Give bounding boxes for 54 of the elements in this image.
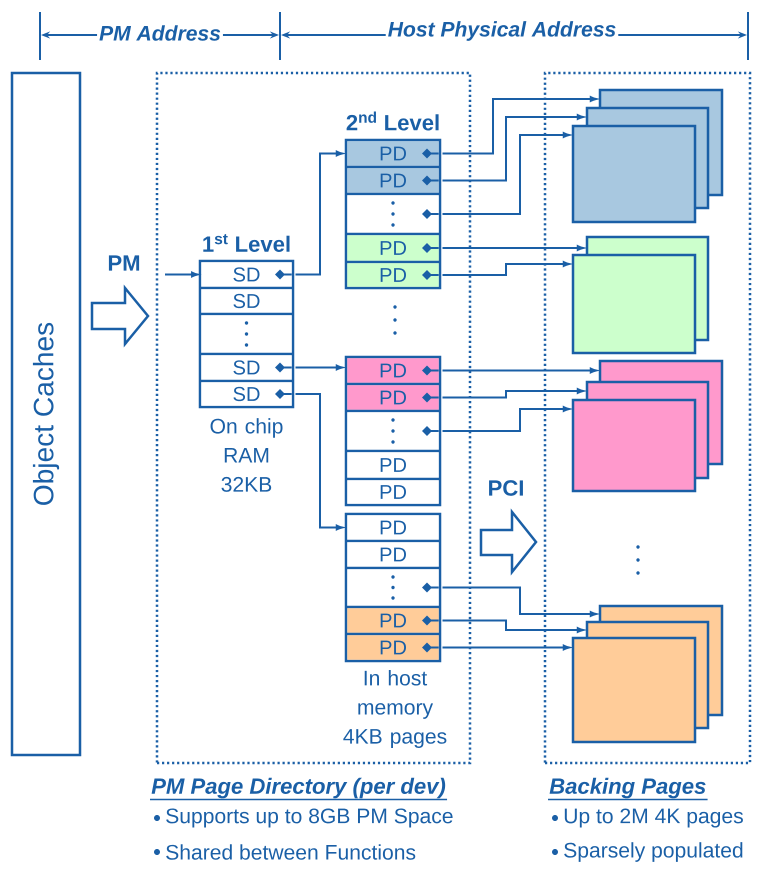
table-row: PD xyxy=(347,515,439,540)
table-row xyxy=(347,195,439,233)
node-caption: In host memory 4KB pages xyxy=(343,670,446,748)
arrow xyxy=(442,245,584,251)
table-row: SD xyxy=(201,382,292,406)
arrow xyxy=(165,272,198,278)
table-row: PD xyxy=(347,452,439,478)
arrow xyxy=(296,150,343,276)
table-row: PD xyxy=(347,608,439,633)
direction-label: PM xyxy=(108,255,140,271)
table-row: SD xyxy=(201,289,292,313)
arrow xyxy=(442,96,597,154)
page xyxy=(572,636,696,744)
arrow xyxy=(442,368,597,374)
table-row xyxy=(347,412,439,450)
page xyxy=(572,124,696,224)
table-row: PD xyxy=(347,480,439,504)
arrow xyxy=(442,261,570,276)
arrow xyxy=(442,114,584,182)
table-heading: 1$^{st}$ Level xyxy=(203,234,290,252)
arrow xyxy=(296,393,343,530)
table-row: PD xyxy=(347,141,439,166)
bullet-item: Supports up to 8GB PM Space xyxy=(154,808,453,828)
arrow xyxy=(296,364,343,370)
table-heading: 2$^{nd}$ Level xyxy=(346,112,439,130)
table-row: PD xyxy=(347,358,439,383)
arrow xyxy=(442,132,570,215)
section-heading: Backing Pages xyxy=(548,778,708,800)
table-row: SD xyxy=(201,355,292,380)
table-row: SD xyxy=(201,262,292,287)
table-row: PD xyxy=(347,542,439,567)
page xyxy=(572,254,696,354)
bullet-item: Shared between Functions xyxy=(154,844,416,860)
table-row xyxy=(347,569,439,606)
table-row: PD xyxy=(347,235,439,261)
section-heading: PM Page Directory (per dev) xyxy=(150,778,448,800)
page xyxy=(572,398,696,492)
dimension-label: PM Address xyxy=(97,23,223,43)
bullet-item: Sparsely populated xyxy=(552,842,742,862)
table-row xyxy=(201,315,292,353)
arrow xyxy=(442,620,584,633)
dimension-label: Host Physical Address xyxy=(386,19,618,43)
bullet-item: Up to 2M 4K pages xyxy=(552,808,743,828)
node-caption: On chip RAM 32KB xyxy=(210,418,283,492)
direction-label: PCI xyxy=(489,480,523,496)
arrow xyxy=(442,406,570,432)
arrow xyxy=(442,388,584,398)
side-box: Object Caches xyxy=(10,72,82,756)
table-row: PD xyxy=(347,385,439,410)
arrow xyxy=(442,644,570,650)
table-row: PD xyxy=(347,168,439,193)
arrow xyxy=(442,586,597,617)
table-row: PD xyxy=(347,635,439,660)
table-row: PD xyxy=(347,263,439,287)
